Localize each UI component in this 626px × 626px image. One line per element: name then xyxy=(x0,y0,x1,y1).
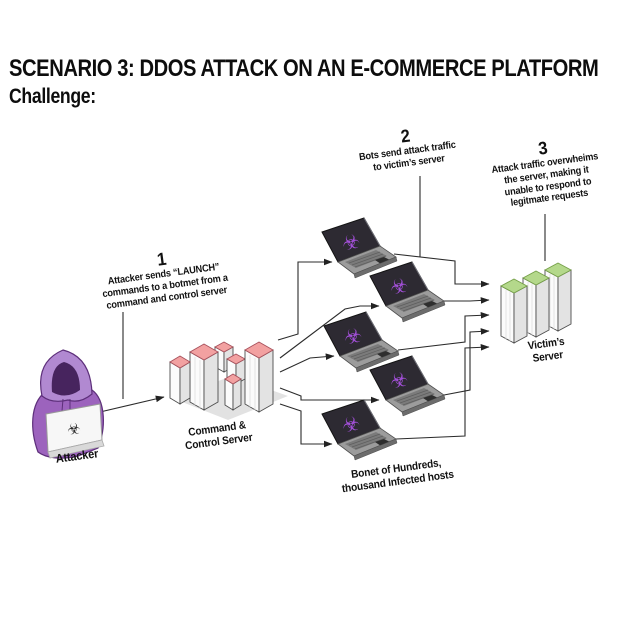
bot2-to-victim-arrow xyxy=(444,297,490,304)
page-subtitle: Challenge: xyxy=(9,85,96,108)
biohazard-icon: ☣ xyxy=(388,272,411,299)
cc-to-bot2-arrow xyxy=(279,302,380,359)
biohazard-icon: ☣ xyxy=(340,410,363,437)
botnet-laptop: ☣ xyxy=(321,399,398,461)
botnet-laptop: ☣ xyxy=(321,217,398,279)
attacker-hood-opening xyxy=(51,362,80,396)
attacker-figure: ☣ xyxy=(32,349,105,459)
cc-server xyxy=(169,341,288,420)
cc-to-bot5-arrow xyxy=(279,403,333,448)
botnet-laptop: ☣ xyxy=(369,261,446,323)
biohazard-icon: ☣ xyxy=(340,228,363,255)
connector-lines xyxy=(99,176,546,448)
page-title: SCENARIO 3: DDOS ATTACK ON AN E-COMMERCE… xyxy=(9,55,599,82)
bot5-to-victim-arrow xyxy=(395,344,490,440)
botnet-laptop: ☣ xyxy=(369,355,446,417)
attacker-to-cc-arrow xyxy=(99,395,165,413)
bot4-to-victim-arrow xyxy=(443,328,490,396)
biohazard-icon: ☣ xyxy=(342,322,365,349)
cc-to-bot4-arrow xyxy=(279,387,380,404)
attacker-laptop-base xyxy=(47,439,105,459)
botnet-laptop: ☣ xyxy=(323,311,400,373)
bot1-to-victim-arrow xyxy=(393,253,490,288)
bot3-to-victim-arrow xyxy=(397,312,490,351)
victim-server xyxy=(500,262,572,344)
biohazard-icon: ☣ xyxy=(66,419,82,439)
cc-to-bot1-arrow xyxy=(277,258,333,341)
cc-to-bot3-arrow xyxy=(279,353,335,373)
biohazard-icon: ☣ xyxy=(388,366,411,393)
